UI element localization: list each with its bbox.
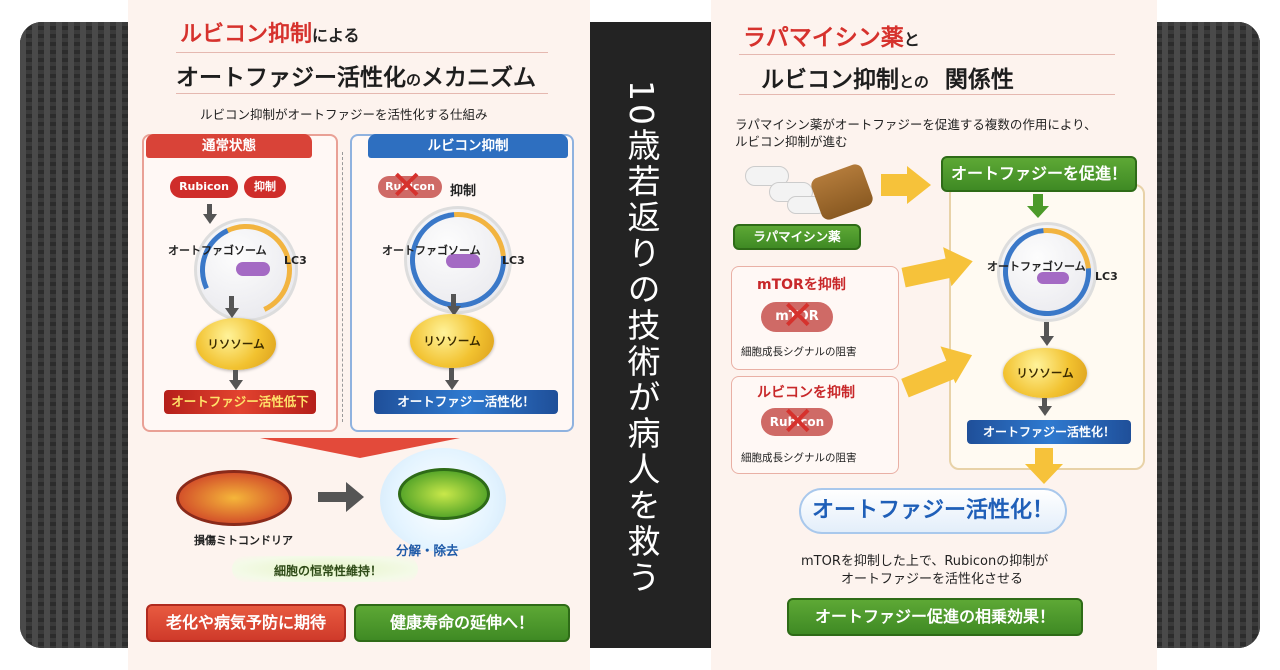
arrow-down-icon [229,380,243,390]
mtor-inhibit-header: mTORを抑制 [757,277,846,293]
arrow-down-icon [1038,406,1052,416]
rubicon-inhibit-header: ルビコンを抑制 [757,385,855,401]
left-title-rule2 [176,93,548,94]
arrow-right-icon [907,166,931,204]
lc3-label-suppressed: LC3 [502,254,525,267]
arrow-right-icon [346,482,364,512]
right-title-rule2 [739,94,1115,95]
aging-prevention-button: 老化や病気予防に期待 [146,604,346,642]
right-subtitle-1: ラパマイシン薬がオートファジーを促進する複数の作用により、 [735,117,1097,132]
result-banner-suppressed: オートファジー活性化！ [374,390,558,414]
mtor-pill: mTOR [761,302,833,332]
pixel-pattern-left [20,22,130,648]
right-title-suffix: と [903,30,920,49]
right-subtitle-2: ルビコン抑制が進む [735,134,848,149]
rubicon-note: 細胞成長シグナルの阻害 [741,452,857,464]
pixel-pattern-right [1150,22,1260,648]
arrow-down-icon [260,438,460,458]
rubicon-pill-normal: Rubicon [170,176,238,198]
arrow-down-icon [1040,336,1054,346]
lysosome-normal: リソソーム [196,318,276,370]
left-title-rule [176,52,548,53]
left-subtitle: ルビコン抑制がオートファジーを活性化する仕組み [200,107,488,122]
promote-autophagy-banner: オートファジーを促進！ [941,156,1137,192]
explain-line-2: オートファジーを活性化させる [841,572,1024,587]
autophagosome-label-right: オートファゴソーム [987,260,1086,273]
main-title: 10歳若返りの技術が病人を救う [622,80,661,596]
autophagosome-label-suppressed: オートファゴソーム [382,244,481,257]
left-title-red: ルビコン抑制 [180,22,313,47]
homeostasis-label: 細胞の恒常性維持！ [274,564,383,578]
cargo-icon [446,254,480,268]
cargo-icon [236,262,270,276]
arrow-down-icon [203,214,217,224]
arrow-down-icon [225,308,239,318]
right-panel: ラパマイシン薬と ルビコン抑制との関係性 ラパマイシン薬がオートファジーを促進す… [711,0,1157,670]
pill-icon [745,166,789,186]
degrade-label: 分解・除去 [396,543,459,558]
suppressed-state-header: ルビコン抑制 [368,134,568,158]
cross-icon: ✕ [390,163,424,209]
divider [342,152,343,422]
cross-icon: ✕ [781,399,815,445]
arrow-down-icon [445,380,459,390]
big-result-banner: オートファジー活性化！ [799,488,1067,534]
healthy-mitochondria-icon [398,468,490,520]
arrow-down-icon [1025,464,1063,484]
inhibit-tag-normal: 抑制 [244,176,286,198]
right-title-line1: ラパマイシン薬と [743,18,920,52]
lc3-label-normal: LC3 [284,254,307,267]
rapamycin-label: ラパマイシン薬 [733,224,861,250]
center-bar [590,22,710,648]
rubicon-pill-suppressed: Rubicon [378,176,442,198]
mtor-note: 細胞成長シグナルの阻害 [741,346,857,358]
left-title-line1: ルビコン抑制による [180,16,360,48]
right-title-red: ラパマイシン薬 [743,25,904,51]
right-title-rule [739,54,1115,55]
arrow-down-icon [1027,206,1049,218]
arrow-down-icon [447,306,461,316]
normal-state-header: 通常状態 [146,134,312,158]
explain-line-1: mTORを抑制した上で、Rubiconの抑制が [801,554,1049,569]
cargo-icon [1037,272,1069,284]
cross-icon: ✕ [781,293,815,339]
rubicon-pill-right: Rubicon [761,408,833,436]
result-banner-right: オートファジー活性化！ [967,420,1131,444]
right-title-line2: ルビコン抑制との関係性 [761,67,1014,93]
autophagosome-label-normal: オートファゴソーム [168,244,267,257]
result-banner-normal: オートファジー活性低下 [164,390,316,414]
damaged-mitochondria-icon [176,470,292,526]
left-panel: ルビコン抑制による オートファジー活性化のメカニズム ルビコン抑制がオートファジ… [128,0,590,670]
inhibit-label-suppressed: 抑制 [450,184,477,199]
lysosome-suppressed: リソソーム [410,314,494,368]
left-title-suffix: による [312,26,360,45]
damaged-mito-label: 損傷ミトコンドリア [194,534,293,547]
synergy-button: オートファジー促進の相乗効果！ [787,598,1083,636]
healthy-lifespan-button: 健康寿命の延伸へ！ [354,604,570,642]
left-title-line2: オートファジー活性化のメカニズム [176,65,537,91]
lc3-label-right: LC3 [1095,270,1118,283]
lysosome-right: リソソーム [1003,348,1087,398]
